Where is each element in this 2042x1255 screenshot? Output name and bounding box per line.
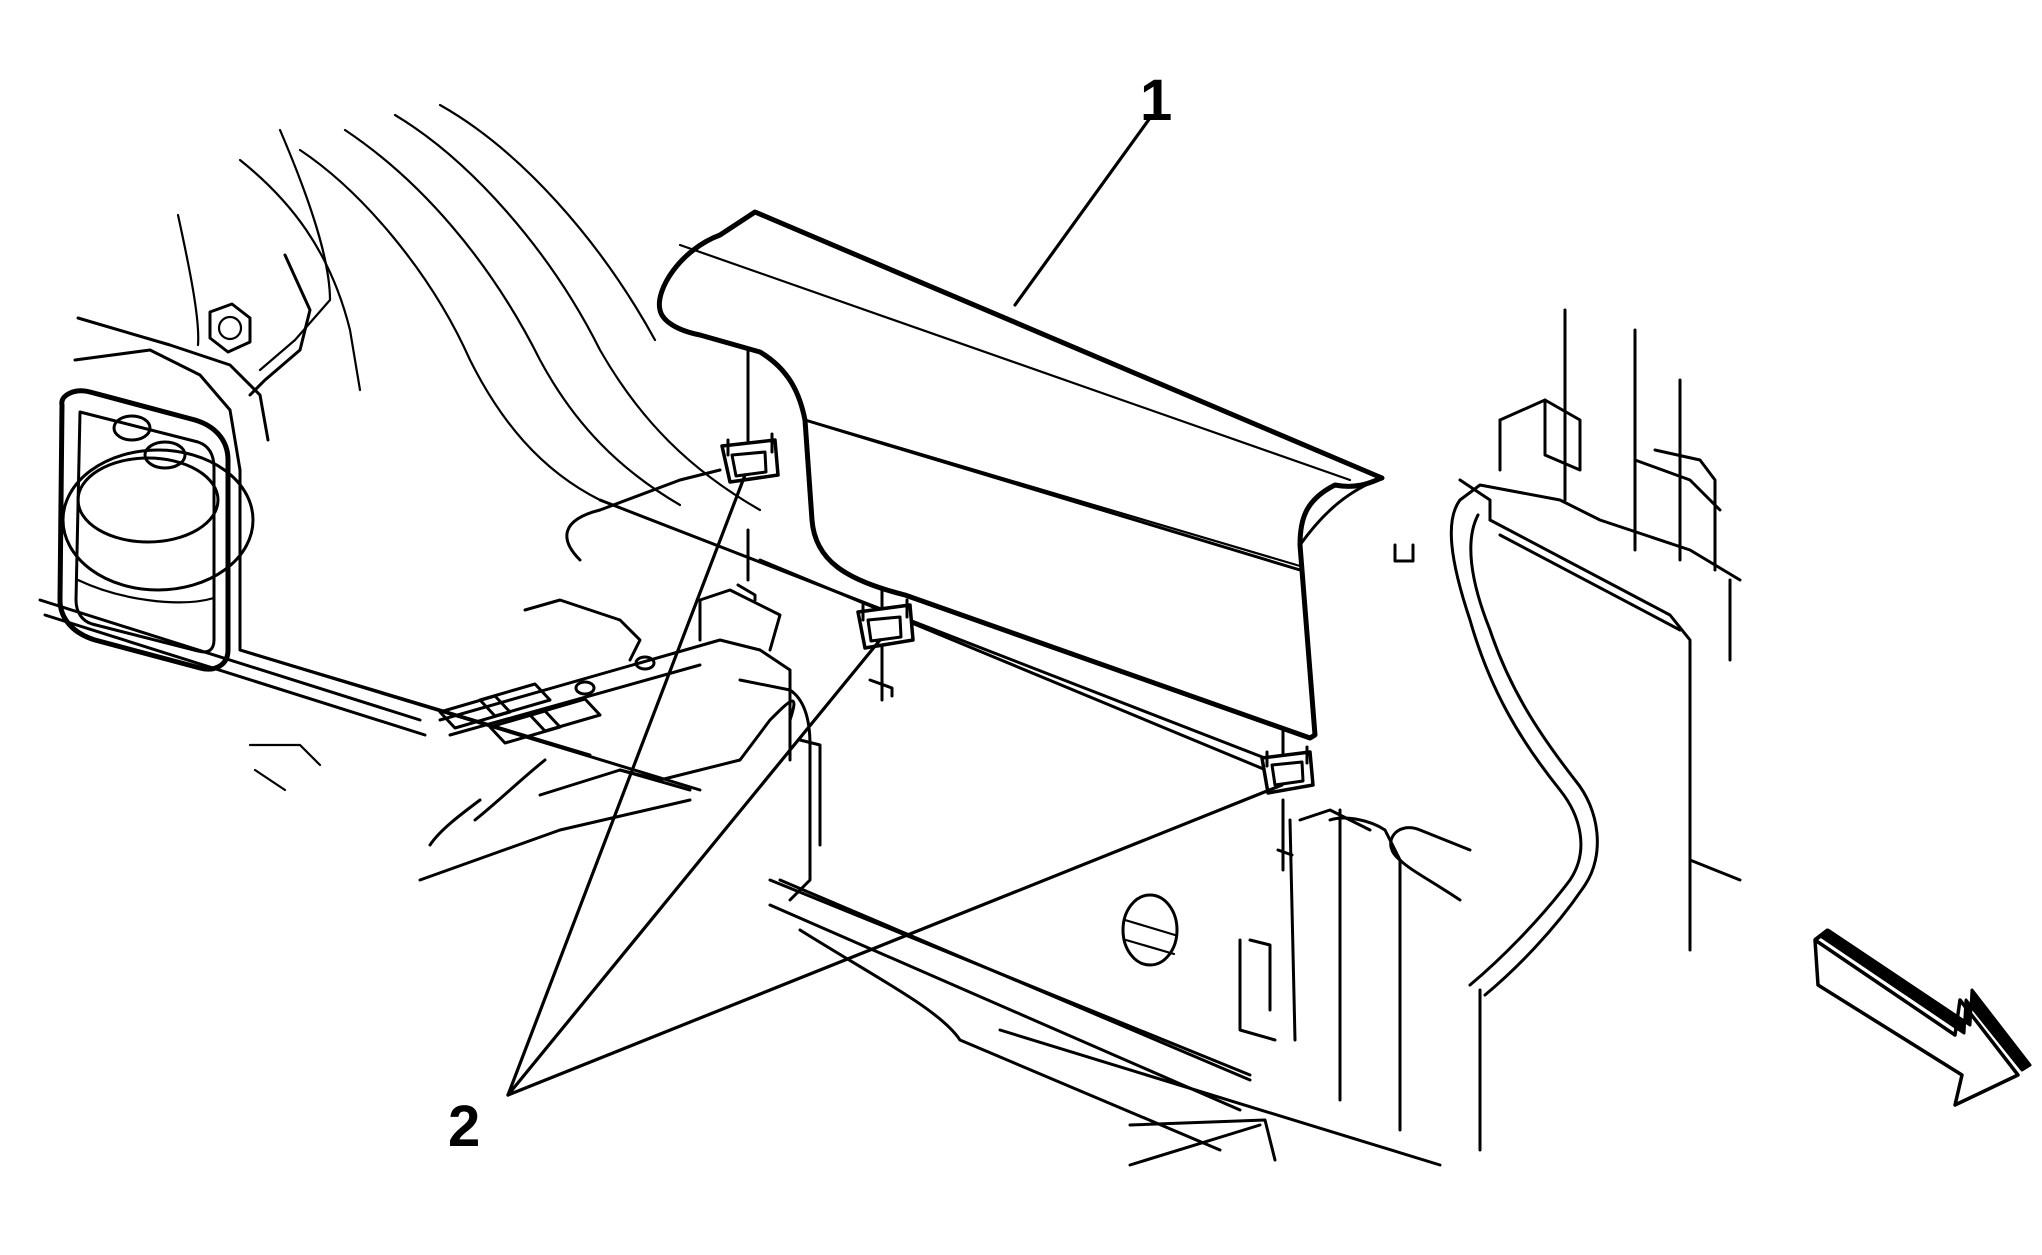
callout-number-1: 1	[1140, 68, 1173, 133]
lower-crossmember	[738, 678, 1372, 1077]
retainer-clip-a	[720, 432, 780, 484]
right-lower-bracket	[1248, 808, 1482, 1152]
retainer-clip-c	[1260, 745, 1315, 795]
center-bracket	[248, 468, 796, 882]
callout-number-2: 2	[448, 1094, 481, 1159]
retainer-clip-b	[856, 598, 915, 650]
leader-1	[1013, 116, 1152, 307]
retaining-clips	[720, 432, 1315, 795]
right-pillar	[1389, 308, 1742, 997]
wheelhouse-arches	[176, 103, 762, 512]
leader-2a	[506, 473, 747, 1097]
pillar-bolt	[208, 302, 252, 354]
callout-leaders	[506, 116, 1284, 1097]
leader-2c	[506, 783, 1284, 1097]
front-direction-arrow-icon	[1813, 928, 2032, 1107]
leader-2b	[506, 638, 882, 1097]
trim-panel	[656, 209, 1385, 741]
